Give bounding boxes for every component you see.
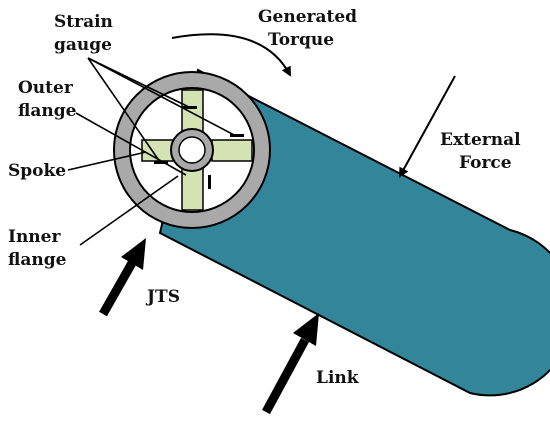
leader-lines: [67, 57, 237, 246]
label-torque-line1: Generated: [258, 7, 357, 27]
label-inner-line1: Inner: [8, 227, 61, 247]
label-outer-line2: flange: [18, 101, 77, 121]
label-force-line1: External: [440, 130, 521, 150]
jts-arrow: [99, 238, 146, 317]
label-link: Link: [316, 368, 360, 388]
link-arrow: [262, 313, 319, 415]
torque-arrow: [171, 33, 291, 77]
label-strain-line2: gauge: [54, 35, 112, 55]
label-inner-line2: flange: [8, 250, 67, 270]
label-strain-line1: Strain: [54, 12, 113, 32]
inner-flange: [170, 128, 214, 172]
external-force-arrow: [399, 75, 456, 178]
label-jts: JTS: [145, 287, 180, 307]
label-outer-line1: Outer: [18, 78, 74, 98]
label-spoke: Spoke: [8, 161, 66, 181]
label-force-line2: Force: [459, 153, 512, 173]
label-torque-line2: Torque: [268, 30, 334, 50]
